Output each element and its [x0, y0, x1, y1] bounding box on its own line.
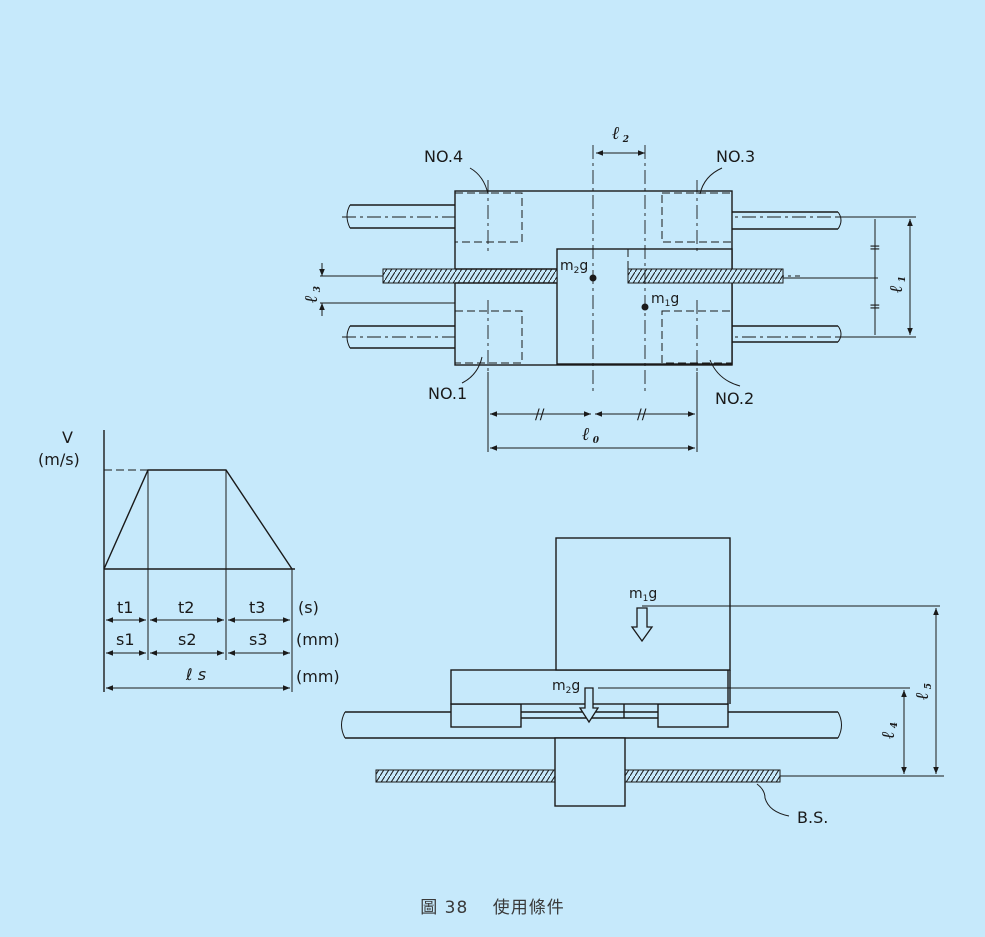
- l3-label: ℓ3: [301, 286, 323, 303]
- t1-label: t1: [117, 598, 133, 617]
- dim-l1: = = ℓ1: [783, 216, 916, 338]
- m2g-label-side: m2g: [552, 678, 580, 696]
- l1-label: ℓ1: [886, 276, 908, 293]
- no4-label: NO.4: [424, 147, 463, 166]
- m2-center-point: [589, 274, 597, 282]
- t3-label: t3: [249, 598, 265, 617]
- bs-label: B.S.: [797, 808, 828, 827]
- no3-label: NO.3: [716, 147, 755, 166]
- trapezoid-profile: [103, 469, 293, 570]
- m1g-label-side: m1g: [629, 586, 657, 604]
- velocity-profile-graph: V (m/s) t1 t2 t3 (s) s1 s2 s3 (mm) ℓ s (…: [38, 428, 340, 692]
- v-axis-unit: (m/s): [38, 450, 80, 469]
- side-block-right: [657, 703, 729, 728]
- s1-label: s1: [116, 630, 135, 649]
- workpiece: [555, 537, 731, 671]
- svg-text://: //: [637, 407, 647, 423]
- l5-label: ℓ5: [912, 683, 934, 700]
- no1-label: NO.1: [428, 384, 467, 403]
- ls-label: ℓ s: [185, 665, 206, 684]
- t-unit: (s): [298, 598, 319, 617]
- svg-text://: //: [535, 407, 545, 423]
- dim-l4-l5: ℓ4 ℓ5: [780, 608, 944, 777]
- side-view: m1g m2g ℓ4 ℓ5 B.S.: [341, 537, 944, 827]
- linear-blocks: [454, 145, 733, 395]
- block-labels: NO.4 NO.3 NO.1 NO.2: [424, 147, 755, 408]
- m2g-label-top: m2g: [560, 258, 588, 276]
- s3-label: s3: [249, 630, 268, 649]
- s2-label: s2: [178, 630, 197, 649]
- svg-text:=: =: [869, 299, 881, 315]
- svg-text:=: =: [869, 240, 881, 256]
- m2g-force-arrow: m2g: [552, 678, 910, 724]
- ball-screw-nut: [554, 737, 626, 807]
- l4-label: ℓ4: [878, 722, 900, 739]
- m1g-force-arrow: m1g: [629, 586, 940, 643]
- mass-points: m2g m1g: [560, 258, 679, 311]
- dim-l3: ℓ3: [301, 263, 455, 316]
- ls-unit: (mm): [296, 667, 340, 686]
- m1-center-point: [641, 303, 649, 311]
- no2-label: NO.2: [715, 389, 754, 408]
- m1g-label-top: m1g: [651, 291, 679, 309]
- figure-caption: 圖 38 使用條件: [420, 898, 565, 918]
- t2-label: t2: [178, 598, 194, 617]
- s-unit: (mm): [296, 630, 340, 649]
- v-axis-label: V: [62, 428, 73, 447]
- side-block-left: [450, 703, 522, 728]
